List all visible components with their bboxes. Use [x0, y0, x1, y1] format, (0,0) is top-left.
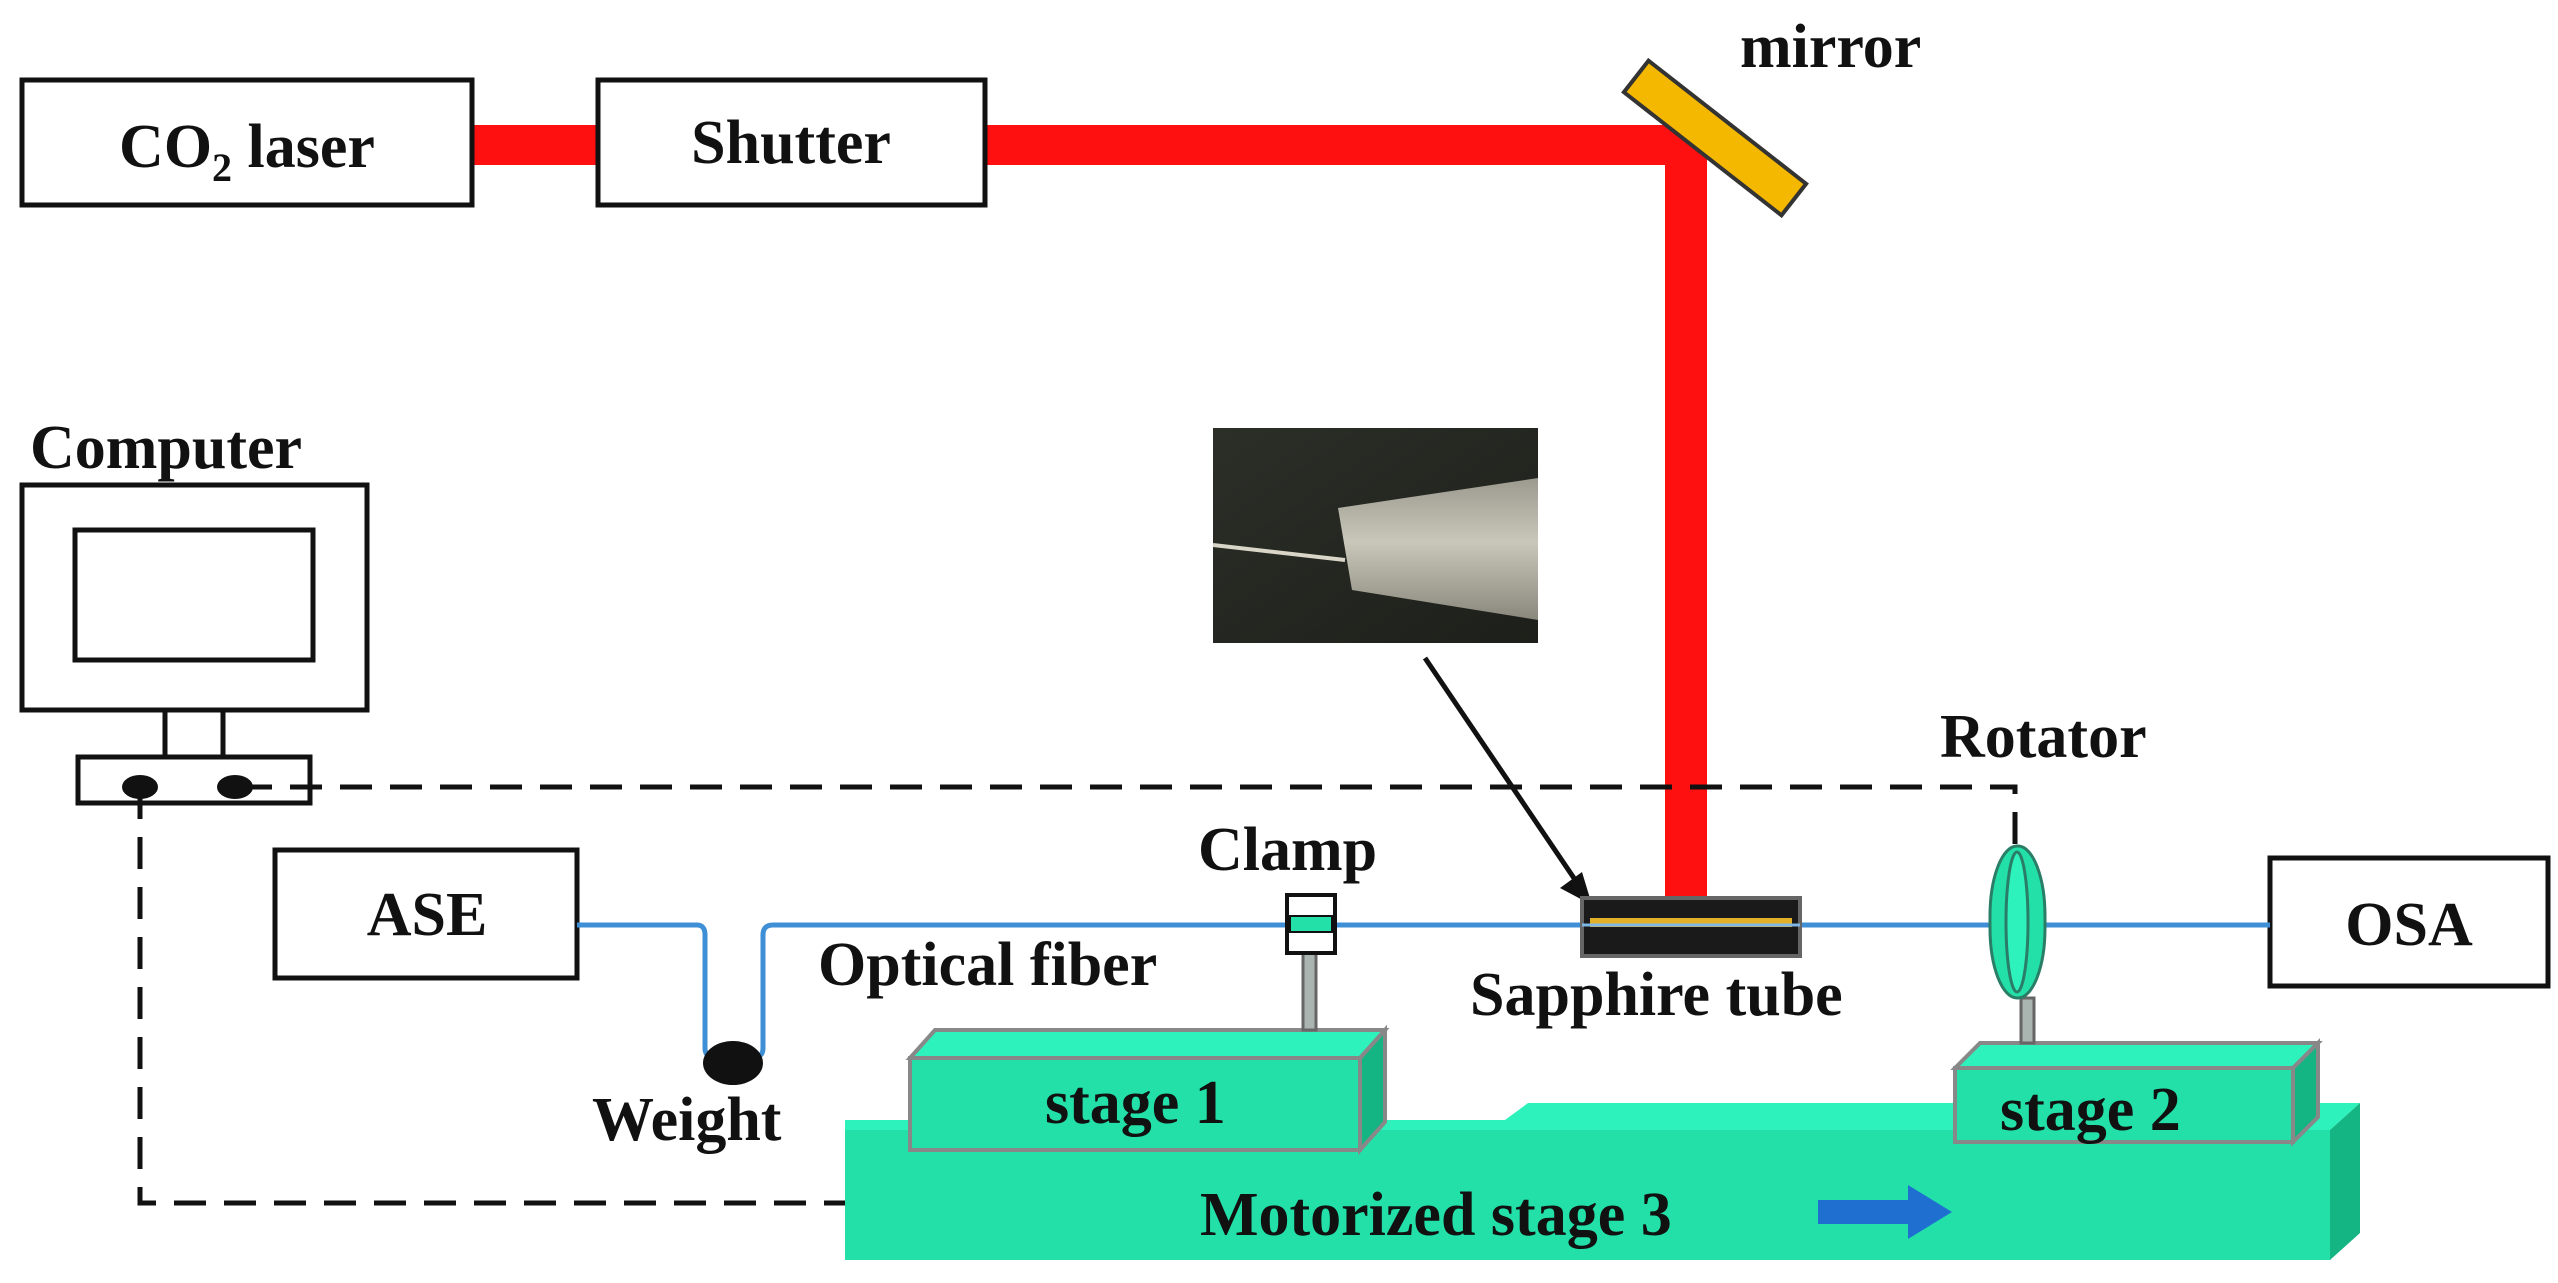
laser-beam	[470, 125, 1707, 905]
control-cable-rotator	[240, 784, 2018, 845]
black-ball-icon	[703, 1041, 763, 1085]
weight-label: Weight	[592, 1086, 782, 1154]
computer-screen	[72, 527, 316, 663]
mirror	[1621, 57, 1809, 219]
sapphire-tube-label: Sapphire tube	[1470, 961, 1843, 1029]
osa-box: OSA	[2267, 855, 2551, 989]
shutter-label: Shutter	[691, 109, 891, 177]
optical-fiber-label: Optical fiber	[818, 931, 1157, 999]
sapphire-tube-photo	[1212, 428, 1538, 643]
stage1-top	[905, 1028, 1390, 1060]
osa-label: OSA	[2345, 891, 2473, 959]
photo-fiber	[1212, 543, 1346, 562]
stage2-label: stage 2	[2000, 1076, 2181, 1144]
laser-beam-shutter-to-mirror	[985, 125, 1705, 165]
stage-1: stage 1	[905, 1024, 1390, 1156]
stage1-label: stage 1	[1045, 1069, 1226, 1137]
laser-beam-laser-to-shutter	[470, 125, 600, 165]
clamp-post	[1301, 950, 1318, 1032]
sapphire-tube	[1580, 896, 1802, 958]
computer-base	[75, 754, 313, 806]
laser-beam-down	[1665, 125, 1707, 905]
stage2-front	[1953, 1066, 2295, 1144]
clamp	[1285, 893, 1337, 955]
photo-pointer-arrow	[1422, 656, 1585, 892]
mirror-label: mirror	[1740, 13, 1921, 81]
computer-neck	[162, 707, 226, 760]
rotator-label: Rotator	[1940, 703, 2147, 771]
control-cable-stage3	[137, 787, 845, 1206]
stage2-top	[1950, 1041, 2323, 1070]
computer-label: Computer	[30, 414, 302, 482]
ase-label: ASE	[367, 881, 488, 949]
control-cable	[137, 784, 2018, 1206]
photo-tube	[1338, 478, 1538, 620]
clamp-label: Clamp	[1198, 816, 1377, 884]
ase-box: ASE	[272, 847, 580, 981]
shutter-box: Shutter	[595, 77, 988, 208]
co2-laser-label: CO2 laser	[119, 113, 375, 190]
stage3-side	[2330, 1103, 2360, 1260]
arrow-right-icon	[1818, 1185, 1952, 1239]
rotator-post	[2019, 996, 2036, 1045]
stage3-label: Motorized stage 3	[1200, 1181, 1672, 1249]
stage-2: stage 2	[1950, 1038, 2323, 1147]
computer: Computer	[19, 414, 370, 806]
stage1-front	[908, 1056, 1362, 1152]
rotator	[1988, 844, 2047, 1000]
co2-laser-box: CO2 laser	[19, 77, 475, 208]
computer-port-2	[217, 775, 253, 799]
